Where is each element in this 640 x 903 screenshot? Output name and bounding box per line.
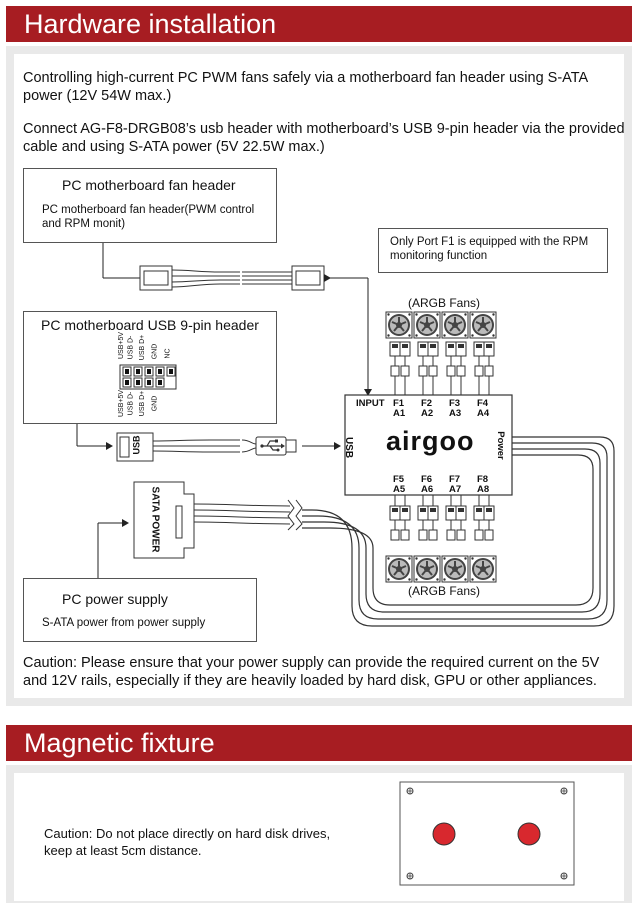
power-supply-desc: S-ATA power from power supply	[42, 617, 206, 629]
caution-line-1: Caution: Please ensure that your power s…	[23, 655, 600, 671]
hub-port-f2: F2	[421, 398, 433, 409]
usb-header-box: PC motherboard USB 9-pin header	[23, 311, 277, 424]
power-supply-box: PC power supply S-ATA power from power s…	[23, 578, 257, 642]
section-header-magnetic: Magnetic fixture	[6, 725, 632, 761]
hub-port-f6: F6	[421, 474, 433, 485]
usb-header-title: PC motherboard USB 9-pin header	[41, 317, 259, 333]
hub-port-f3: F3	[449, 398, 461, 409]
hub-port-a5: A5	[393, 484, 406, 495]
hub-port-f4: F4	[477, 398, 489, 409]
hub-port-a6: A6	[421, 484, 434, 495]
magnetic-caution-line-2: keep at least 5cm distance.	[44, 843, 202, 858]
hub-port-a2: A2	[421, 408, 434, 419]
hub-port-a8: A8	[477, 484, 490, 495]
hub-port-a7: A7	[449, 484, 462, 495]
hub-port-a3: A3	[449, 408, 462, 419]
fan-header-title: PC motherboard fan header	[62, 177, 236, 193]
fan-header-box: PC motherboard fan header PC motherboard…	[23, 168, 277, 243]
argb-fans-bottom-label: (ARGB Fans)	[408, 584, 481, 598]
hub-input-label: INPUT	[356, 398, 385, 409]
caution-line-2: and 12V rails, especially if they are he…	[23, 673, 597, 689]
section-header-hardware: Hardware installation	[6, 6, 632, 42]
hub-port-f7: F7	[449, 474, 461, 485]
hub-port-f5: F5	[393, 474, 405, 485]
hub-port-f1: F1	[393, 398, 405, 409]
fan-header-desc-a: PC motherboard fan header(PWM control	[42, 204, 255, 216]
power-supply-title: PC power supply	[62, 591, 168, 607]
rpm-note-box: Only Port F1 is equipped with the RPM mo…	[378, 228, 608, 273]
hub-port-a4: A4	[477, 408, 490, 419]
hub-port-f8: F8	[477, 474, 489, 485]
fan-header-desc-b: and RPM monit)	[42, 218, 126, 230]
section-title: Magnetic fixture	[24, 728, 215, 758]
magnetic-caution-line-1: Caution: Do not place directly on hard d…	[44, 826, 331, 841]
intro-line-2b: cable and using S-ATA power (5V 22.5W ma…	[23, 139, 325, 155]
hub-brand-logo: airgoo	[386, 426, 475, 456]
section-title: Hardware installation	[24, 9, 277, 39]
argb-fans-top-label: (ARGB Fans)	[408, 296, 481, 310]
rpm-note-line2: monitoring function	[390, 250, 488, 262]
rpm-note-line1: Only Port F1 is equipped with the RPM	[390, 236, 589, 248]
intro-line-1b: power (12V 54W max.)	[23, 88, 172, 104]
intro-line-1a: Controlling high-current PC PWM fans saf…	[23, 70, 589, 86]
intro-line-2a: Connect AG-F8-DRGB08’s usb header with m…	[23, 121, 625, 137]
hub-port-a1: A1	[393, 408, 406, 419]
